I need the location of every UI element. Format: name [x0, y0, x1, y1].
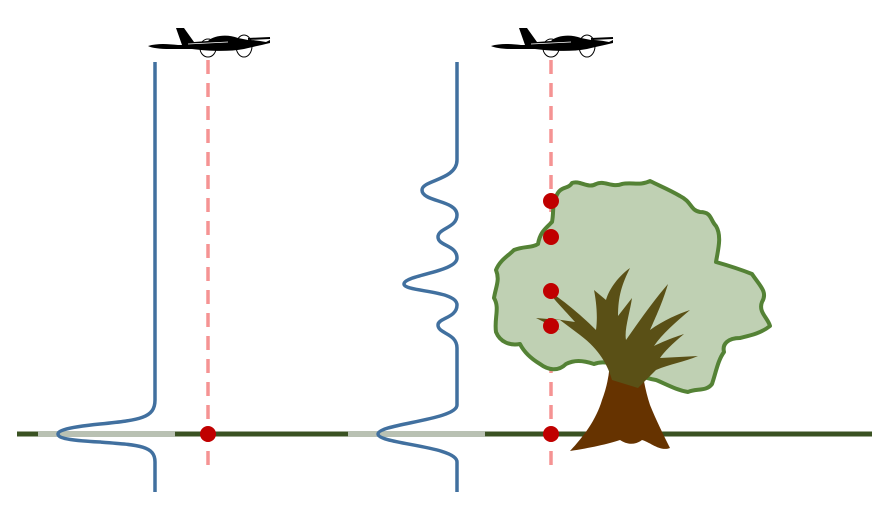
return-point-canopy-3	[543, 283, 559, 299]
waveform-right	[376, 62, 459, 492]
tree-branches	[536, 268, 698, 388]
return-point-canopy-4	[543, 318, 559, 334]
return-point-ground-left	[200, 426, 216, 442]
return-point-canopy-2	[543, 229, 559, 245]
aircraft-icon-left	[147, 27, 271, 58]
return-point-ground-right	[543, 426, 559, 442]
aircraft-icon-right	[490, 27, 614, 58]
tree-canopy	[492, 179, 772, 394]
tree-trunk	[570, 355, 670, 451]
return-point-canopy-1	[543, 193, 559, 209]
waveform-left	[56, 62, 157, 492]
